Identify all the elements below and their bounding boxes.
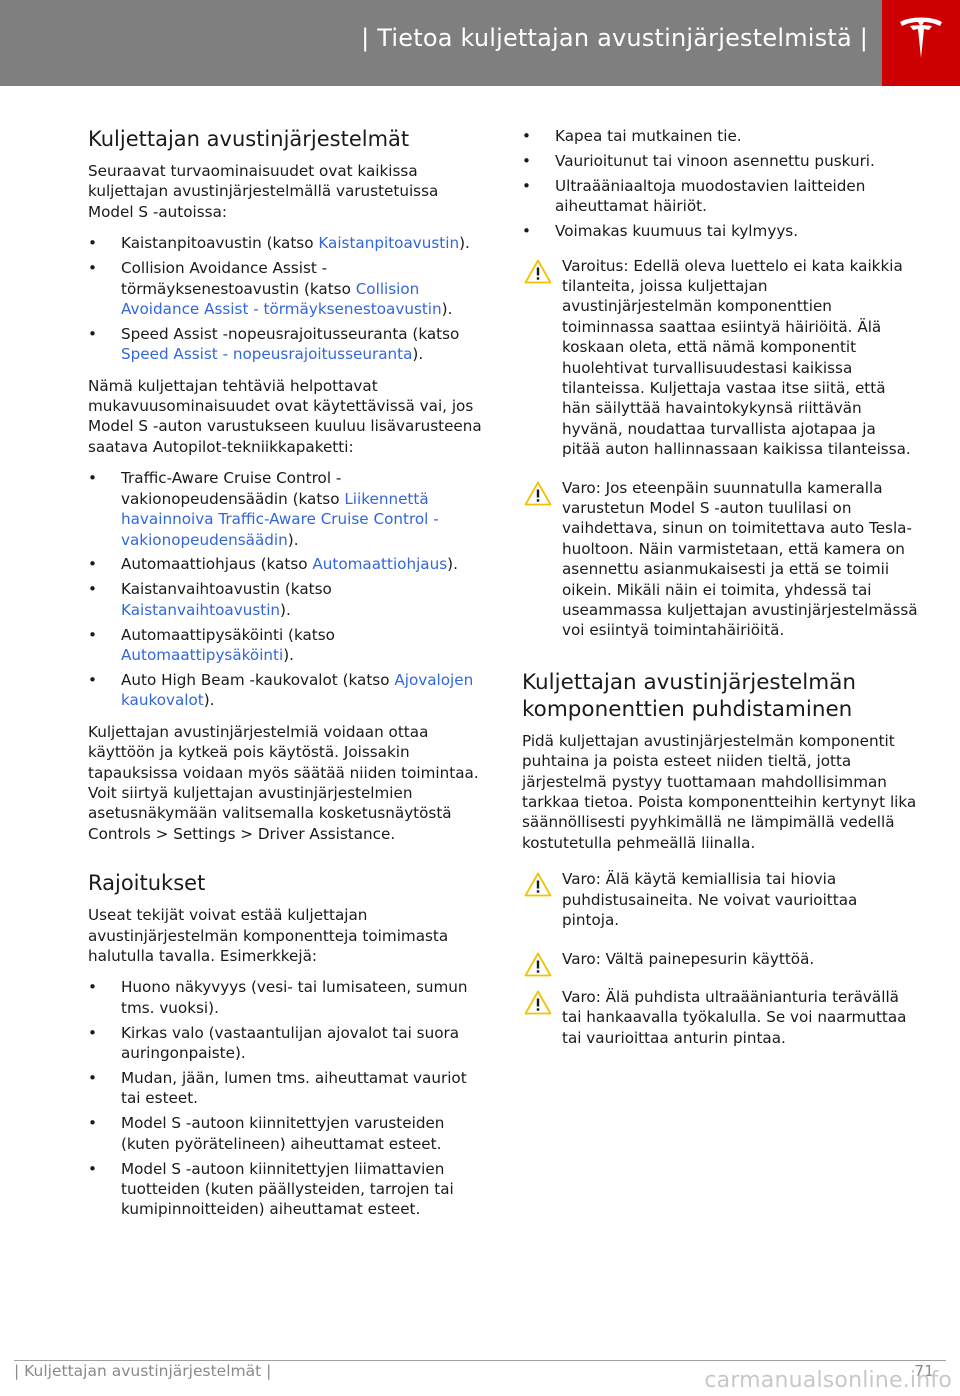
watermark: carmanualsonline.info [704,1368,952,1393]
list-item: •Kaistanpitoavustin (katso Kaistanpitoav… [88,234,470,253]
header-title: | Tietoa kuljettajan avustinjärjestelmis… [361,24,868,52]
list-item: •Model S -autoon kiinnitettyjen varustei… [88,1114,445,1153]
list-item: •Huono näkyvyys (vesi- tai lumisateen, s… [88,978,468,1017]
limitations-list-continued: •Kapea tai mutkainen tie. •Vaurioitunut … [522,126,918,242]
list-item: •Speed Assist -nopeusrajoitusseuranta (k… [88,324,460,364]
link-automaattiohjaus[interactable]: Automaattiohjaus [312,555,448,574]
cleaning-paragraph: Pidä kuljettajan avustinjärjestelmän kom… [522,731,917,852]
section-heading-cleaning: Kuljettajan avustinjärjestelmän komponen… [522,669,856,722]
limitations-list: •Huono näkyvyys (vesi- tai lumisateen, s… [88,977,484,1219]
intro-paragraph: Seuraavat turvaominaisuudet ovat kaikiss… [88,162,439,221]
warning-note: Varoitus: Edellä oleva luettelo ei kata … [522,256,918,460]
section-heading-driver-assistance: Kuljettajan avustinjärjestelmät [88,127,410,151]
list-item: •Mudan, jään, lumen tms. aiheuttamat vau… [88,1069,467,1108]
list-item: •Automaattipysäköinti (katso Automaattip… [88,625,335,665]
list-item: •Model S -autoon kiinnitettyjen liimatta… [88,1159,454,1219]
caution-icon [524,872,552,897]
page-header: | Tietoa kuljettajan avustinjärjestelmis… [0,0,960,86]
list-item: •Collision Avoidance Assist - törmäyksen… [88,259,453,318]
autopilot-features-list: •Traffic-Aware Cruise Control - vakionop… [88,468,484,710]
caution-note: Varo: Älä käytä kemiallisia tai hiovia p… [522,869,918,930]
brand-logo [882,0,960,86]
caution-icon [524,952,552,976]
caution-icon [524,481,552,505]
section-heading-limitations: Rajoitukset [88,871,206,896]
list-item: •Vaurioitunut tai vinoon asennettu pusku… [522,151,875,170]
settings-paragraph: Kuljettajan avustinjärjestelmiä voidaan … [88,722,479,843]
autopilot-paragraph: Nämä kuljettajan tehtäviä helpottavat mu… [88,376,482,456]
footer-divider [14,1360,946,1361]
list-item: •Ultraääniaaltoja muodostavien laitteide… [522,176,866,216]
list-item: •Voimakas kuumuus tai kylmyys. [522,222,799,241]
link-kaistanpitoavustin[interactable]: Kaistanpitoavustin [318,234,460,253]
caution-note: Varo: Älä puhdista ultraäänianturia terä… [522,987,918,1048]
list-item: •Kaistanvaihtoavustin (katso Kaistanvaih… [88,580,332,619]
link-ajovalojen-kaukovalot[interactable]: Ajovalojen kaukovalot [121,670,474,710]
left-column: Kuljettajan avustinjärjestelmät Seuraava… [88,126,484,1231]
link-kaistanvaihtoavustin[interactable]: Kaistanvaihtoavustin [121,600,281,619]
page-number: 71 [914,1362,934,1380]
list-item: •Automaattiohjaus (katso Automaattiohjau… [88,555,458,574]
list-item: •Traffic-Aware Cruise Control - vakionop… [88,469,439,549]
caution-note: Varo: Vältä painepesurin käyttöä. [522,949,918,976]
tesla-logo-icon [900,17,942,58]
link-automaattipysakointi[interactable]: Automaattipysäköinti [121,646,284,665]
safety-features-list: •Kaistanpitoavustin (katso Kaistanpitoav… [88,233,484,364]
link-speed-assist[interactable]: Speed Assist - nopeusrajoitusseuranta [121,345,413,364]
warning-icon [524,259,552,283]
limitations-paragraph: Useat tekijät voivat estää kuljettajan a… [88,906,449,965]
link-collision-avoidance[interactable]: Collision Avoidance Assist - törmäyksene… [121,279,442,318]
list-item: •Kirkas valo (vastaantulijan ajovalot ta… [88,1023,460,1063]
caution-icon [524,990,552,1015]
list-item: •Kapea tai mutkainen tie. [522,127,742,145]
link-traffic-aware-cruise-control[interactable]: Liikennettä havainnoiva Traffic-Aware Cr… [121,489,439,549]
right-column: •Kapea tai mutkainen tie. •Vaurioitunut … [522,126,918,1066]
caution-note: Varo: Jos eteenpäin suunnatulla kamerall… [522,478,918,641]
footer-section-title: | Kuljettajan avustinjärjestelmät | [14,1362,272,1380]
list-item: •Auto High Beam -kaukovalot (katso Ajova… [88,670,474,710]
